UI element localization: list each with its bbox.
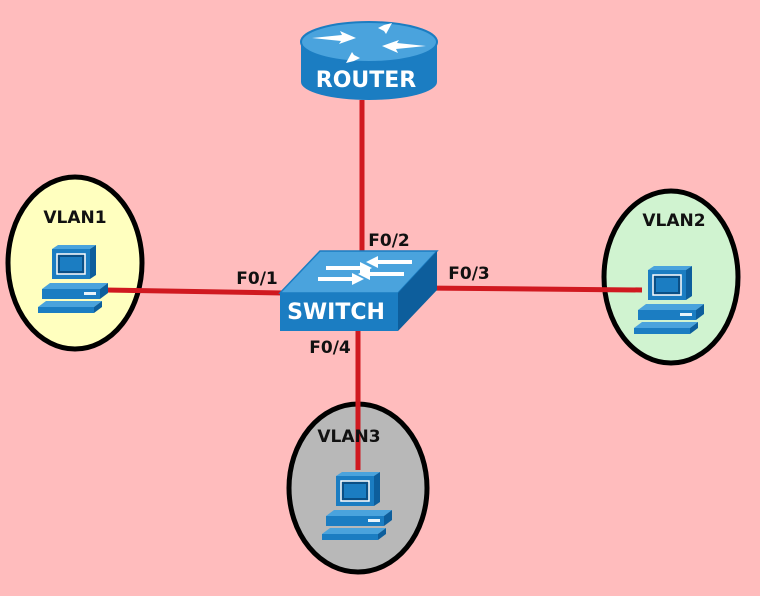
- vlan2-label: VLAN2: [642, 211, 705, 231]
- vlan3-label: VLAN3: [317, 427, 380, 447]
- port-label-f04: F0/4: [309, 338, 351, 358]
- switch-icon: SWITCH: [278, 250, 439, 331]
- router-label: ROUTER: [316, 68, 417, 93]
- port-label-f01: F0/1: [236, 269, 277, 289]
- port-label-f03: F0/3: [448, 264, 489, 284]
- link-switch-vlan2: [419, 285, 643, 293]
- vlan1-label: VLAN1: [43, 208, 106, 228]
- router-icon: ROUTER: [300, 21, 438, 100]
- switch-label: SWITCH: [287, 300, 385, 325]
- port-label-f02: F0/2: [368, 231, 409, 251]
- link-vlan1-switch: [104, 287, 284, 296]
